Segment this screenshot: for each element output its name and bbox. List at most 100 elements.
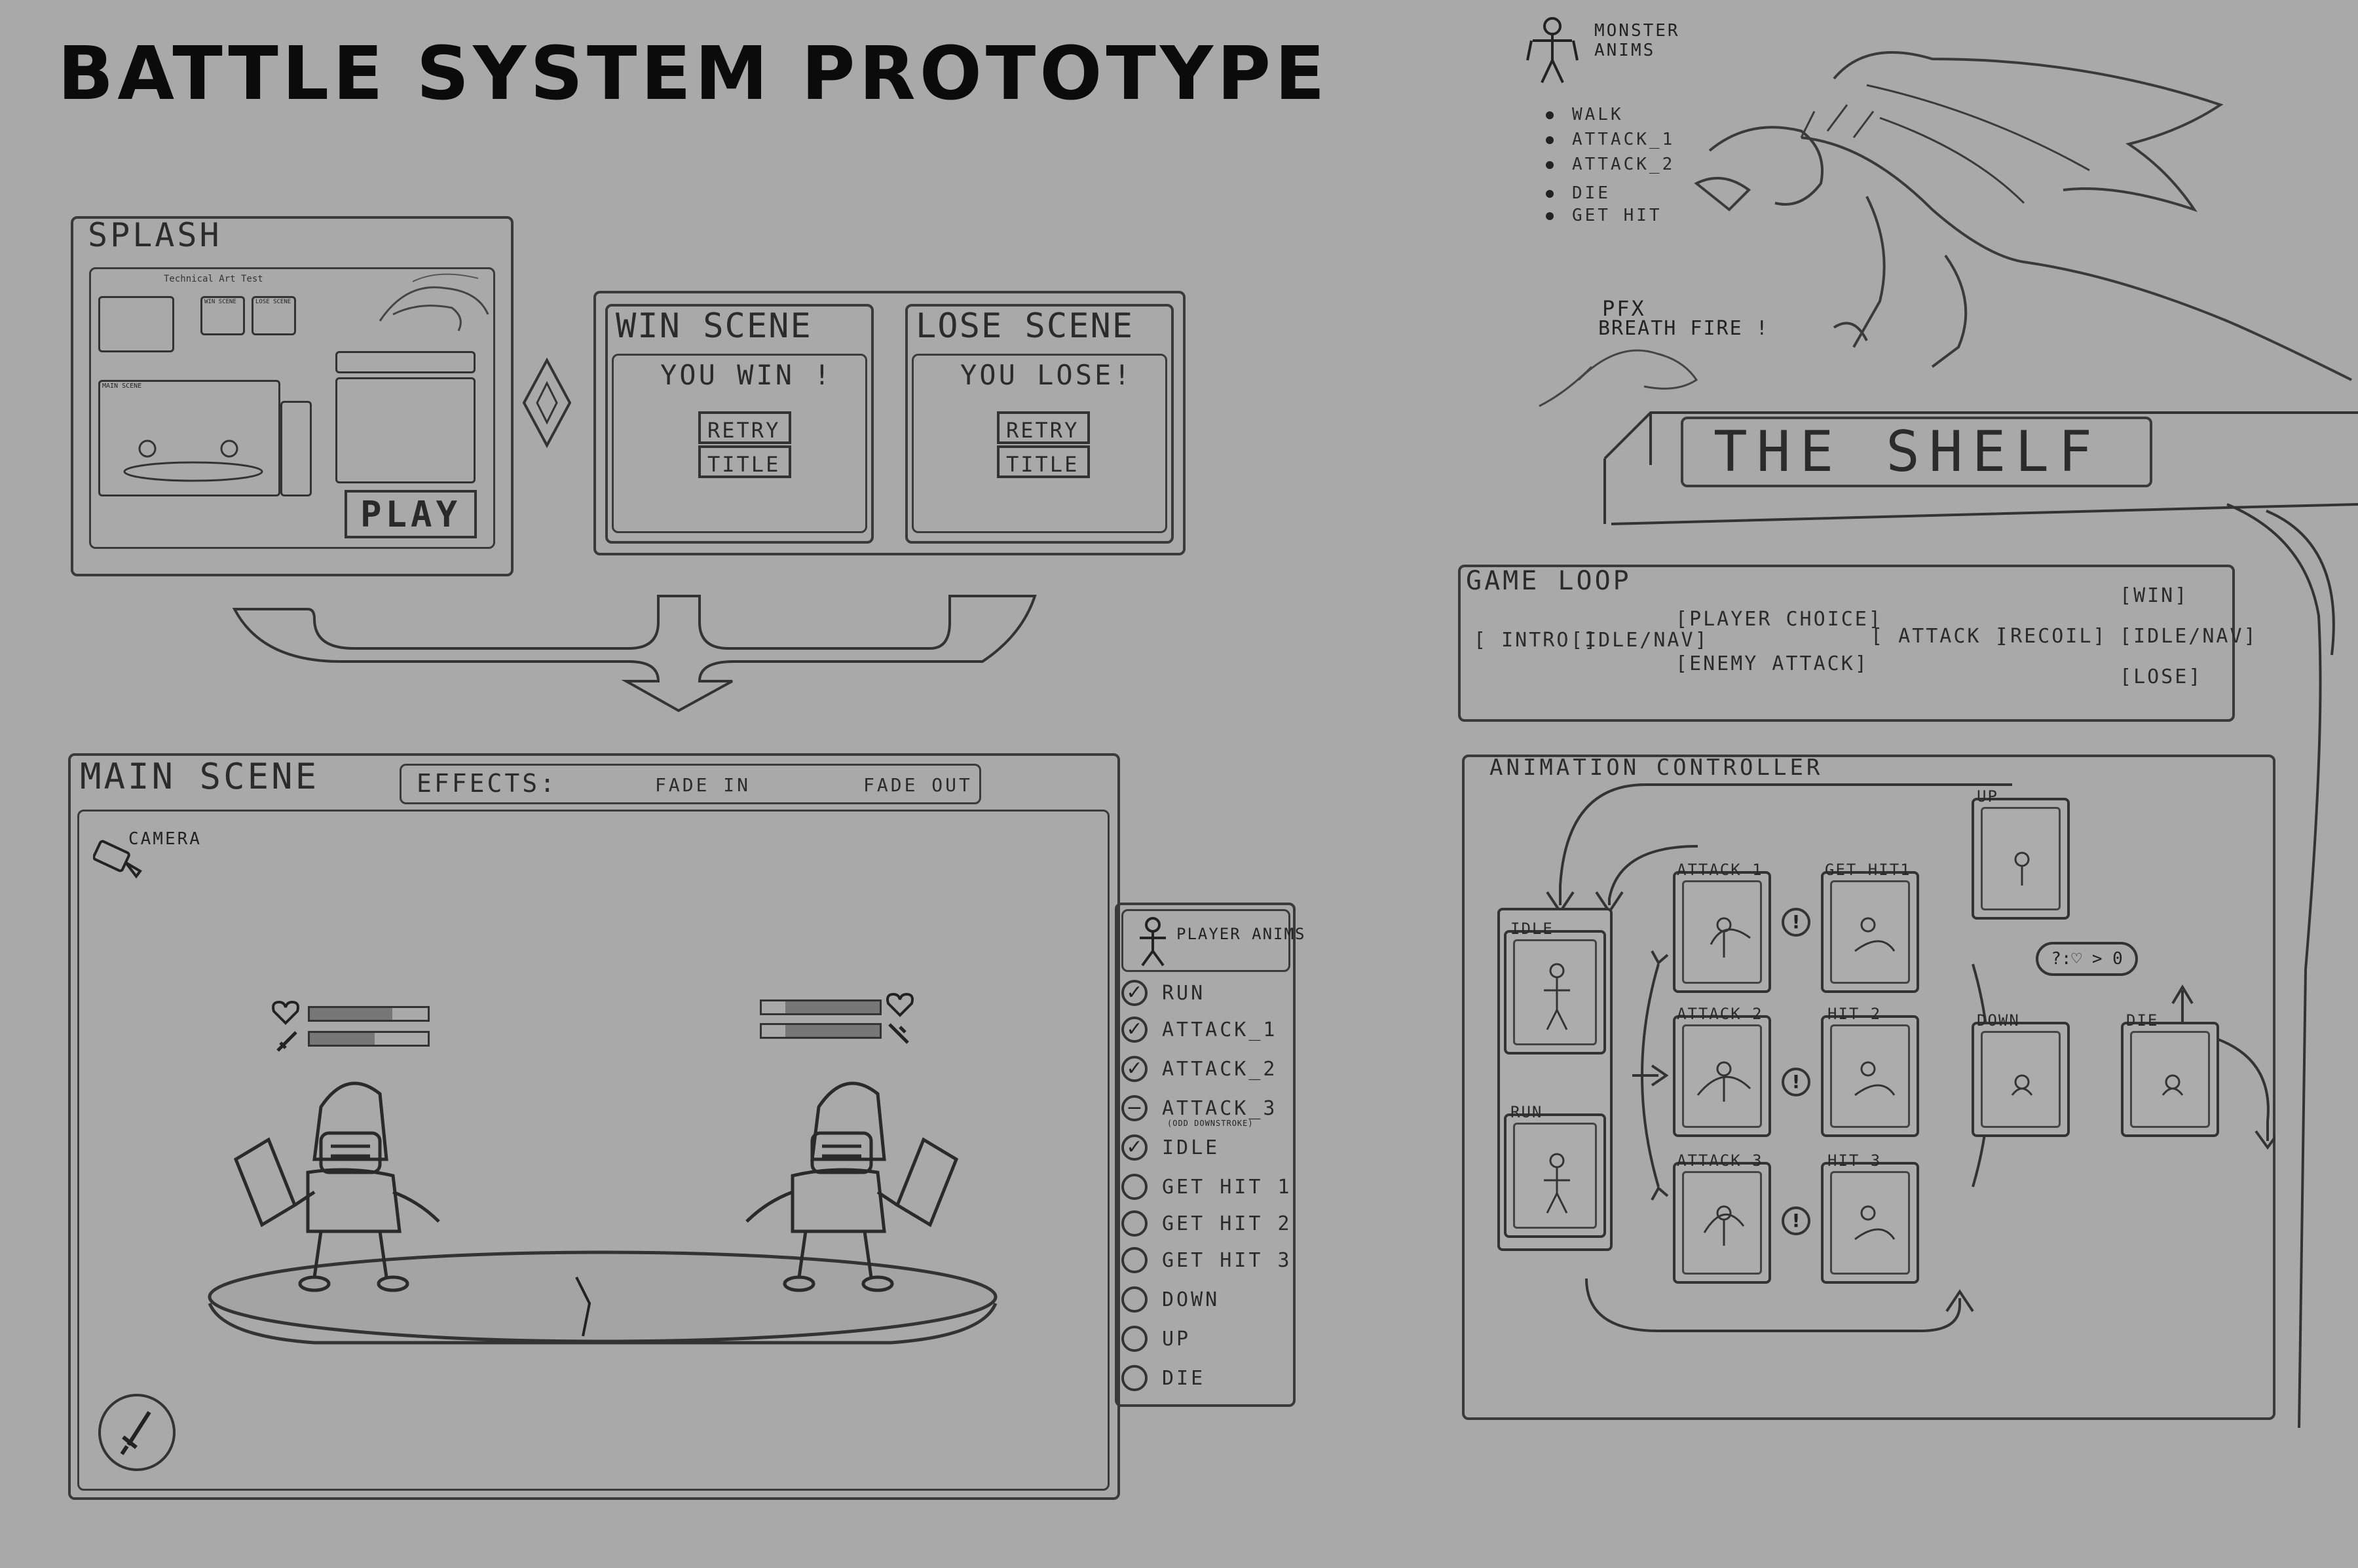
loop-intro: [ INTRO ]: [1474, 629, 1598, 652]
player-figure-icon: [1140, 917, 1166, 967]
enemy-knight: [745, 1081, 959, 1292]
player-anim-item[interactable]: DIE: [1121, 1365, 1205, 1391]
battle-arena: [208, 1081, 998, 1345]
state-idle[interactable]: [1504, 930, 1606, 1055]
attack-button[interactable]: [98, 1394, 176, 1471]
partial-icon[interactable]: −: [1121, 1095, 1148, 1121]
lose-scene-panel: [905, 304, 1174, 544]
win-retry-button[interactable]: RETRY: [698, 411, 791, 444]
state-attack3[interactable]: [1673, 1162, 1771, 1284]
player-anim-item[interactable]: ✓ ATTACK_1: [1121, 1017, 1278, 1043]
monster-anim-item: ATTACK_2: [1572, 155, 1675, 174]
player-anim-item[interactable]: GET HIT 2: [1121, 1210, 1292, 1237]
player-anim-item[interactable]: GET HIT 3: [1121, 1247, 1292, 1273]
bullet-icon: [1546, 212, 1554, 220]
monster-anims-title-1: MONSTER: [1594, 21, 1680, 41]
effects-label: EFFECTS:: [417, 769, 558, 798]
state-die[interactable]: [2121, 1022, 2219, 1137]
lose-title-button[interactable]: TITLE: [997, 445, 1090, 478]
win-message: YOU WIN !: [660, 359, 833, 391]
player-anim-item[interactable]: ✓ RUN: [1121, 980, 1205, 1006]
player-anims-panel: [1115, 903, 1296, 1407]
lose-scene-screen: [912, 354, 1167, 533]
checkmark-icon[interactable]: ✓: [1121, 980, 1148, 1006]
empty-circle-icon[interactable]: [1121, 1210, 1148, 1237]
splash-thumb-main-label: MAIN SCENE: [102, 383, 142, 390]
player-anim-label: DIE: [1162, 1366, 1206, 1390]
monster-anims-title-2: ANIMS: [1594, 41, 1656, 60]
end-scenes-panel: [593, 291, 1186, 555]
monster-anim-item: WALK: [1572, 105, 1624, 124]
enemy-health-bar: [760, 999, 882, 1015]
fade-in-option[interactable]: FADE IN: [655, 774, 751, 796]
empty-circle-icon[interactable]: [1121, 1247, 1148, 1273]
state-attack2-label: ATTACK 2: [1677, 1005, 1763, 1023]
win-scene-panel: [605, 304, 874, 544]
player-health-bar: [308, 1006, 430, 1022]
checkmark-icon[interactable]: ✓: [1121, 1017, 1148, 1043]
camera-icon: [93, 840, 142, 879]
game-loop-label: GAME LOOP: [1466, 566, 1632, 596]
game-loop-panel: [1458, 565, 2235, 722]
enemy-attack-bar: [760, 1023, 882, 1039]
state-down-label: DOWN: [1977, 1011, 2020, 1030]
player-anim-label: ATTACK_2: [1162, 1057, 1278, 1081]
player-anim-item[interactable]: GET HIT 1: [1121, 1174, 1292, 1200]
splash-label: SPLASH: [88, 216, 222, 254]
splash-thumbnail: [89, 267, 495, 549]
splash-thumb-title: Technical Art Test: [164, 274, 263, 284]
player-anim-item[interactable]: ✓ ATTACK_2: [1121, 1056, 1278, 1082]
bullet-icon: [1546, 190, 1554, 198]
win-title-button[interactable]: TITLE: [698, 445, 791, 478]
lose-retry-button[interactable]: RETRY: [997, 411, 1090, 444]
state-run-label: RUN: [1510, 1103, 1543, 1121]
player-anim-label: IDLE: [1162, 1136, 1220, 1159]
loop-idle-nav-2: [IDLE/NAV]: [2120, 625, 2258, 648]
empty-circle-icon[interactable]: [1121, 1286, 1148, 1313]
state-up[interactable]: [1972, 798, 2070, 920]
state-idle-label: IDLE: [1510, 920, 1554, 938]
state-attack1-label: ATTACK 1: [1677, 861, 1763, 879]
empty-circle-icon[interactable]: [1121, 1326, 1148, 1352]
bidirectional-arrow-icon: [522, 357, 572, 449]
player-anim-label: GET HIT 2: [1162, 1212, 1292, 1235]
alert-icon: !: [1782, 908, 1810, 937]
win-scene-label: WIN SCENE: [616, 307, 812, 346]
splash-thumb-loop: [335, 351, 476, 373]
state-gethit1[interactable]: [1821, 871, 1919, 993]
splash-thumb-main: [98, 380, 280, 496]
splash-thumb-controller: [335, 377, 476, 483]
dragon-sketch: [1539, 51, 2352, 407]
loop-attack: [ ATTACK ]: [1871, 625, 2009, 648]
player-anim-label: ATTACK_1: [1162, 1018, 1278, 1041]
fade-out-option[interactable]: FADE OUT: [863, 774, 973, 796]
checkmark-icon[interactable]: ✓: [1121, 1056, 1148, 1082]
loop-enemy-attack: [ENEMY ATTACK]: [1675, 652, 1869, 675]
splash-panel: [71, 216, 514, 576]
empty-circle-icon[interactable]: [1121, 1365, 1148, 1391]
state-run[interactable]: [1504, 1113, 1606, 1238]
win-scene-screen: [612, 354, 867, 533]
player-anim-item[interactable]: DOWN: [1121, 1286, 1220, 1313]
shelf-label: THE SHELF: [1713, 419, 2101, 485]
loop-idle-nav: [IDLE/NAV]: [1571, 629, 1709, 652]
bullet-icon: [1546, 136, 1554, 144]
state-hit2[interactable]: [1821, 1015, 1919, 1137]
player-anim-label: DOWN: [1162, 1288, 1220, 1311]
empty-circle-icon[interactable]: [1121, 1174, 1148, 1200]
effects-bar: [400, 764, 981, 804]
splash-thumb-box: [98, 296, 174, 352]
game-viewport: [77, 810, 1110, 1491]
player-anim-item[interactable]: ✓ IDLE: [1121, 1134, 1220, 1161]
play-button[interactable]: PLAY: [345, 490, 477, 538]
state-hit2-label: HIT 2: [1827, 1005, 1882, 1023]
enemy-sword-icon: [888, 1023, 909, 1044]
state-hit3[interactable]: [1821, 1162, 1919, 1284]
player-anim-label: GET HIT 1: [1162, 1175, 1292, 1199]
camera-label: CAMERA: [128, 829, 202, 849]
player-anim-label: RUN: [1162, 981, 1206, 1005]
checkmark-icon[interactable]: ✓: [1121, 1134, 1148, 1161]
player-anim-item[interactable]: −ATTACK_3: [1121, 1095, 1278, 1121]
state-down[interactable]: [1972, 1022, 2070, 1137]
player-anim-item[interactable]: UP: [1121, 1326, 1191, 1352]
